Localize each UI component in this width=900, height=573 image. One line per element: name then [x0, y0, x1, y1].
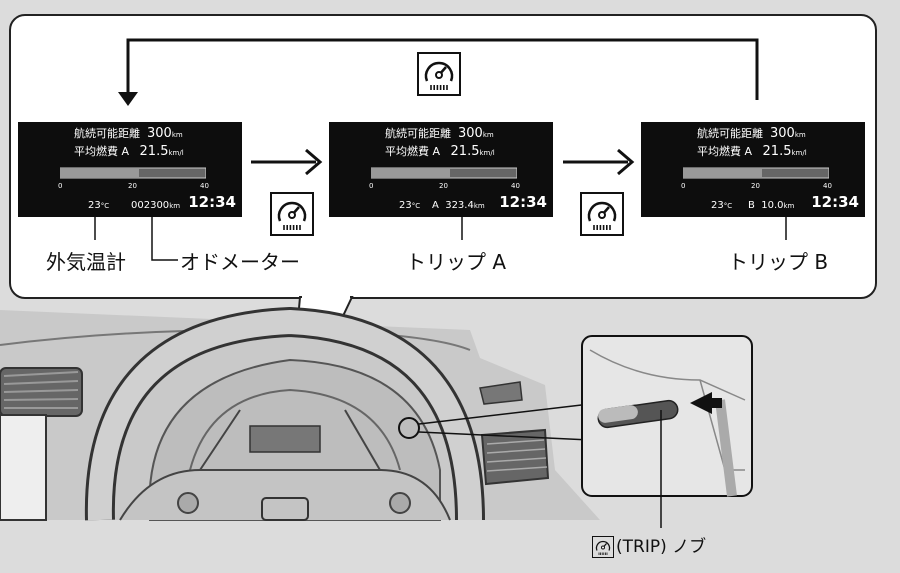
range-label: 航続可能距離: [697, 127, 763, 140]
tick-label: 0: [58, 182, 63, 190]
brand-emblem: [261, 497, 309, 521]
knob-location-marker: [398, 417, 420, 439]
avg-fuel-label: 平均燃費 A: [697, 145, 753, 158]
speedometer-glyph: [587, 201, 617, 230]
tick-label: 40: [200, 182, 209, 190]
fuel-economy-bar: [60, 167, 206, 179]
caption-trip-b: トリップ B: [728, 250, 829, 274]
tick-label: 0: [369, 182, 374, 190]
odometer-value: 002300: [131, 200, 170, 211]
trip-indicator: A: [432, 200, 439, 211]
push-arrow: [690, 392, 722, 414]
trip-knob-label: (TRIP) ノブ: [616, 537, 707, 557]
outside-temp-unit: °C: [723, 202, 733, 210]
avg-fuel-value: 21.5: [762, 144, 792, 159]
fuel-economy-bar: [683, 167, 829, 179]
trip-indicator: B: [748, 200, 755, 211]
meter-display-area: [249, 425, 321, 453]
range-label: 航続可能距離: [74, 127, 140, 140]
fuel-economy-bar: [371, 167, 517, 179]
trip-a-value: 323.4: [445, 200, 474, 211]
tick-label: 40: [511, 182, 520, 190]
avg-fuel-label: 平均燃費 A: [74, 145, 130, 158]
speedometer-glyph: [595, 540, 611, 555]
range-unit: km: [171, 131, 183, 139]
leader-odo: [151, 212, 178, 261]
trip-b-value: 10.0: [761, 200, 784, 211]
steering-wheel: [84, 306, 485, 521]
trip-knob-icon: [270, 192, 314, 236]
knob-inset: [581, 335, 753, 497]
tick-label: 0: [681, 182, 686, 190]
avg-fuel-unit: km/l: [168, 149, 184, 157]
range-unit: km: [794, 131, 806, 139]
tick-label: 20: [439, 182, 448, 190]
tick-label: 20: [128, 182, 137, 190]
cycle-loop-line: [126, 38, 759, 100]
trip-knob-icon: [580, 192, 624, 236]
avg-fuel-label: 平均燃費 A: [385, 145, 441, 158]
trip-b-unit: km: [783, 202, 795, 210]
avg-fuel-value: 21.5: [450, 144, 480, 159]
trip-knob-caption: (TRIP) ノブ: [592, 532, 706, 558]
avg-fuel-value: 21.5: [139, 144, 169, 159]
range-unit: km: [482, 131, 494, 139]
caption-odometer: オドメーター: [180, 250, 300, 274]
speedometer-glyph: [424, 61, 454, 90]
caption-trip-a: トリップ A: [406, 250, 507, 274]
trip-a-unit: km: [473, 202, 485, 210]
outside-temp-unit: °C: [100, 202, 110, 210]
avg-fuel-unit: km/l: [479, 149, 495, 157]
range-value: 300: [770, 126, 795, 141]
outside-temp-value: 23: [399, 200, 412, 211]
clock: 12:34: [811, 193, 859, 211]
clock: 12:34: [188, 193, 236, 211]
trip-knob-icon: [592, 536, 614, 558]
trip-knob-icon: [417, 52, 461, 96]
clock: 12:34: [499, 193, 547, 211]
outside-temp-unit: °C: [411, 202, 421, 210]
outside-temp-value: 23: [711, 200, 724, 211]
avg-fuel-unit: km/l: [791, 149, 807, 157]
range-value: 300: [458, 126, 483, 141]
odometer-unit: km: [169, 202, 181, 210]
range-value: 300: [147, 126, 172, 141]
speedometer-glyph: [277, 201, 307, 230]
tick-label: 20: [751, 182, 760, 190]
outside-temp-value: 23: [88, 200, 101, 211]
caption-outside-temp: 外気温計: [46, 250, 126, 274]
tick-label: 40: [823, 182, 832, 190]
range-label: 航続可能距離: [385, 127, 451, 140]
cycle-loop-arrowhead: [118, 92, 138, 106]
